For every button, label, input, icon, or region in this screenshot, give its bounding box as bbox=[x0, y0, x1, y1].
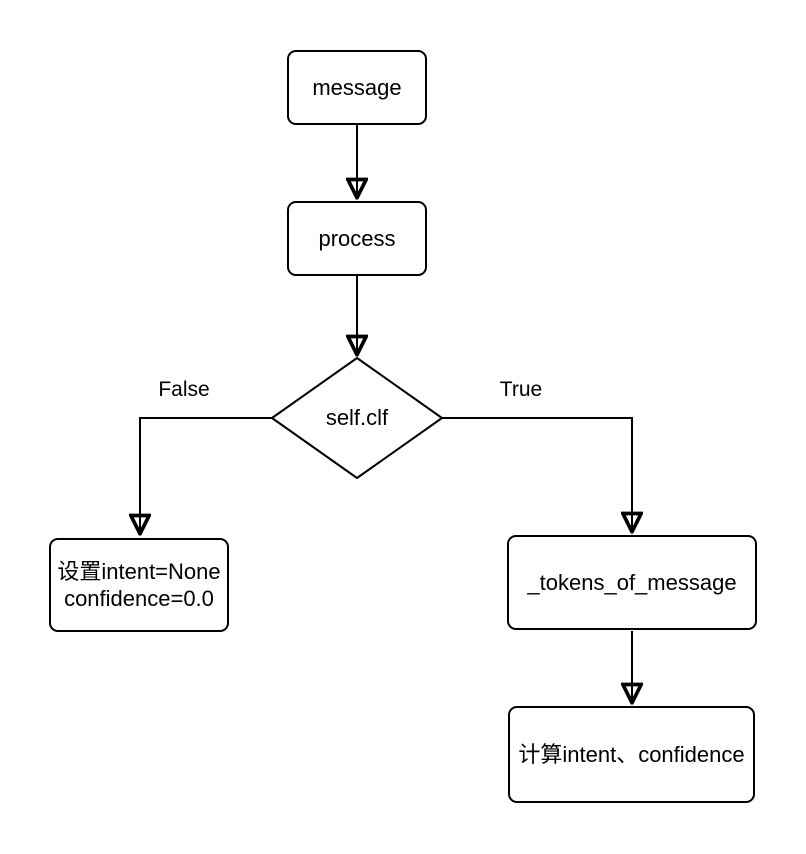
node-compute-intent-confidence: 计算intent、confidence bbox=[508, 706, 755, 803]
node-set-intent-none-line1: 设置intent=None bbox=[57, 558, 221, 584]
edge-label-false: False bbox=[139, 379, 229, 401]
edge-decision-true bbox=[442, 417, 632, 530]
node-set-intent-none-line2: confidence=0.0 bbox=[64, 586, 214, 611]
edge-label-true-text: True bbox=[499, 378, 543, 401]
node-decision-label: self.clf bbox=[325, 405, 389, 430]
node-message-label: message bbox=[312, 74, 402, 100]
edge-label-false-text: False bbox=[158, 378, 210, 401]
edge-decision-false bbox=[140, 417, 272, 532]
node-tokens-of-message: _tokens_of_message bbox=[507, 535, 757, 630]
node-tokens-of-message-label: _tokens_of_message bbox=[527, 569, 737, 595]
node-compute-intent-confidence-label: 计算intent、confidence bbox=[518, 741, 745, 767]
node-process: process bbox=[287, 201, 427, 276]
decision-diamond bbox=[271, 357, 443, 479]
node-set-intent-none-label: 设置intent=None confidence=0.0 bbox=[57, 558, 220, 613]
node-message: message bbox=[287, 50, 427, 125]
node-decision-label-wrap: self.clf bbox=[272, 358, 442, 478]
edge-label-true: True bbox=[476, 379, 566, 401]
node-set-intent-none: 设置intent=None confidence=0.0 bbox=[49, 538, 229, 632]
node-process-label: process bbox=[318, 225, 396, 251]
